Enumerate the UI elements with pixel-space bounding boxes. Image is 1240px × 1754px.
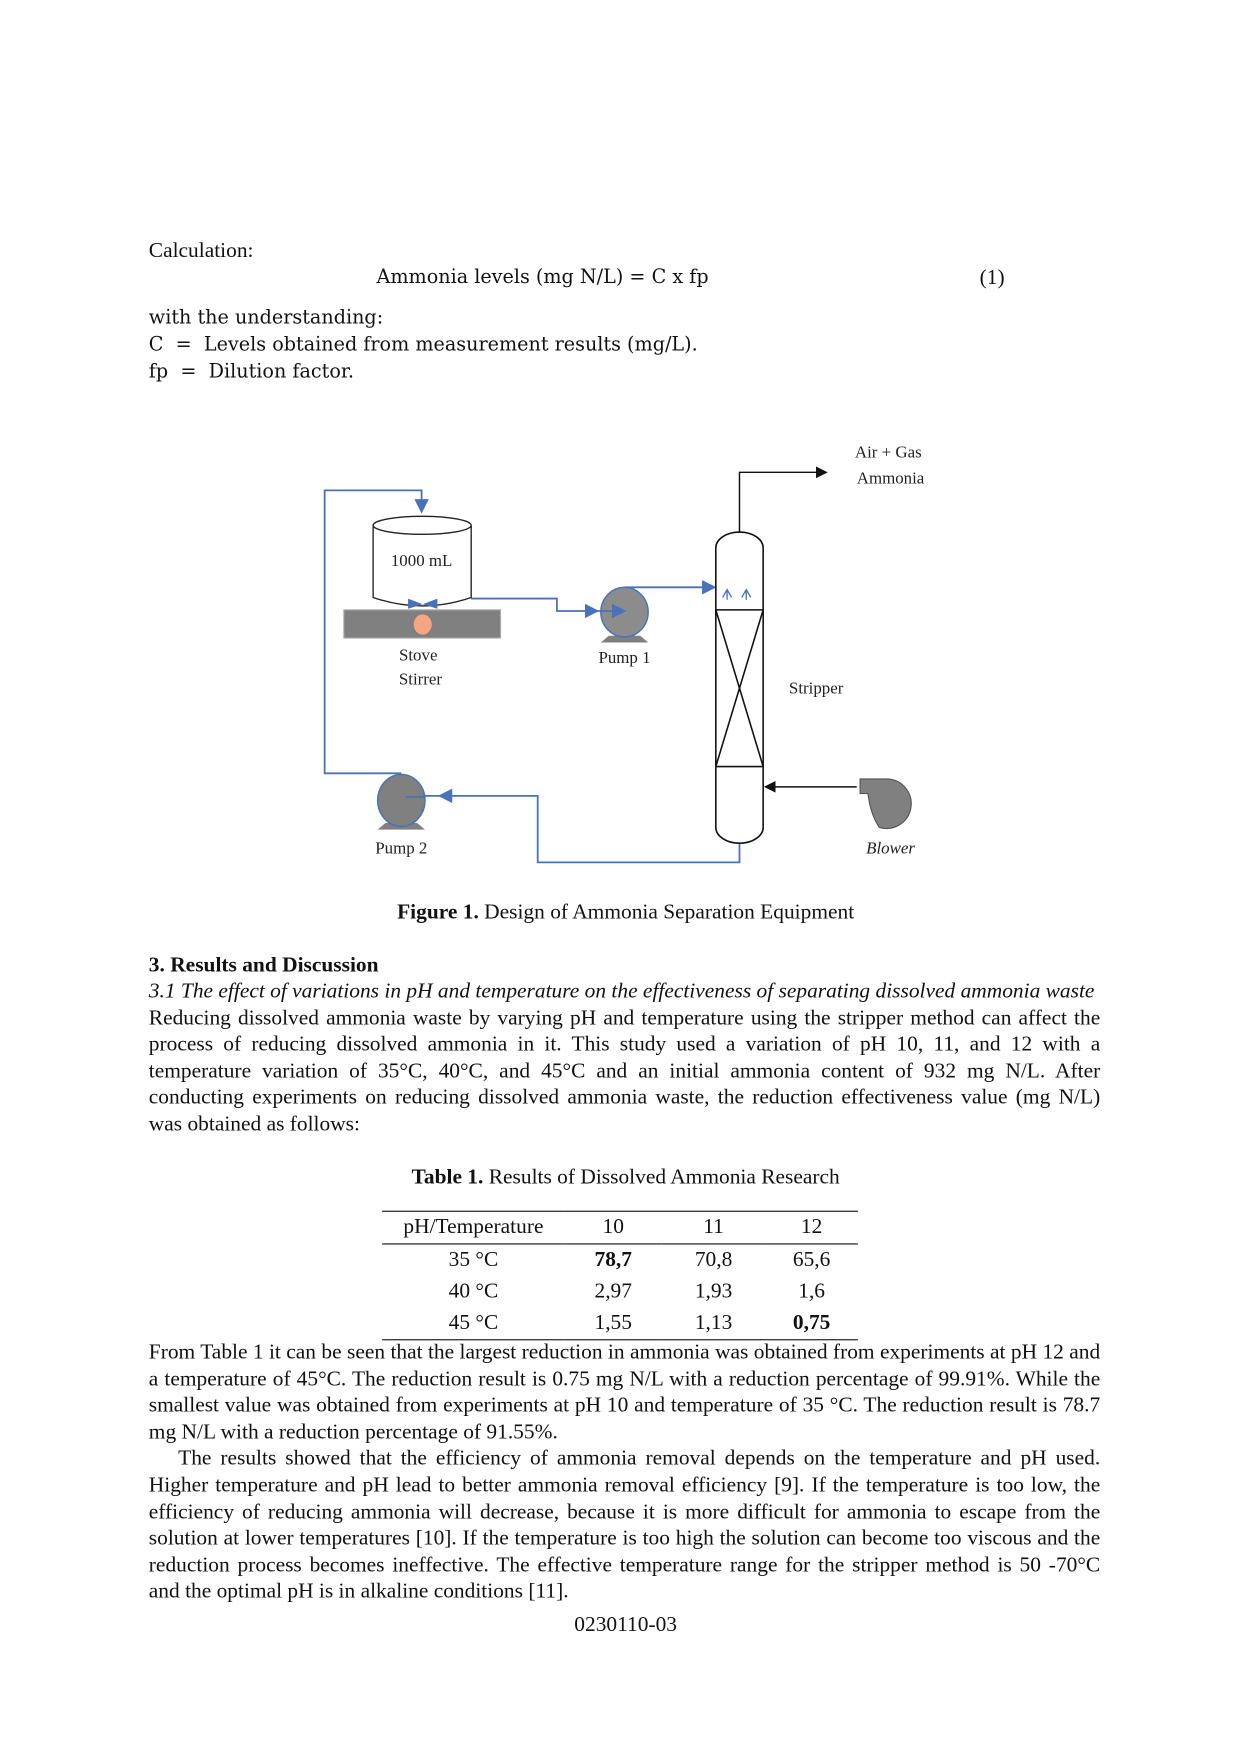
pump1-icon xyxy=(597,586,649,643)
return-pipe xyxy=(323,489,429,775)
table-row: 40 °C 2,97 1,93 1,6 xyxy=(382,1276,858,1308)
stirrer-label: Stirrer xyxy=(399,669,443,688)
table-cell: 0,75 xyxy=(792,1311,831,1335)
gas-outlet-pipe xyxy=(738,466,828,533)
pump1-label: Pump 1 xyxy=(598,648,650,667)
heater-icon xyxy=(413,614,432,635)
understanding-label: with the understanding: xyxy=(148,306,384,330)
page-number: 0230110-03 xyxy=(574,1613,677,1637)
pump2-icon xyxy=(376,773,440,830)
table-row: 35 °C 78,7 70,8 65,6 xyxy=(382,1244,858,1276)
table-cell: 70,8 xyxy=(694,1247,733,1272)
outlet-label-1: Air + Gas xyxy=(855,443,922,462)
equals: = xyxy=(175,333,192,357)
table-cell: 2,97 xyxy=(594,1279,632,1304)
stove-label: Stove xyxy=(399,646,437,665)
paragraph-1: Reducing dissolved ammonia waste by vary… xyxy=(148,1006,1101,1137)
paragraph-2: From Table 1 it can be seen that the lar… xyxy=(148,1340,1101,1444)
tank-label: 1000 mL xyxy=(391,551,452,570)
body-text-1: 3.1 The effect of variations in pH and t… xyxy=(149,978,1100,1138)
results-table: pH/Temperature 10 11 12 35 °C 78,7 70,8 … xyxy=(382,1211,858,1341)
table-cell: 78,7 xyxy=(594,1247,632,1272)
table-cell: 1,13 xyxy=(694,1311,733,1335)
tank xyxy=(372,515,472,607)
table-cell: 1,6 xyxy=(798,1279,826,1304)
equation: Ammonia levels (mg N/L) = C x fp xyxy=(376,266,709,289)
definition-fp: fp = Dilution factor. xyxy=(149,361,354,384)
table-number: Table 1. xyxy=(411,1165,484,1190)
stripper-to-pump2-pipe xyxy=(437,788,741,864)
stirrer-blade-icon xyxy=(408,598,438,609)
tank-to-pump1-pipe xyxy=(471,597,600,619)
paragraph-3: The results showed that the efficiency o… xyxy=(148,1446,1101,1604)
blower-icon xyxy=(859,778,912,830)
pump2-label: Pump 2 xyxy=(375,838,427,857)
outlet-label-2: Ammonia xyxy=(857,469,925,488)
blower-label: Blower xyxy=(866,838,915,857)
table-cell: 65,6 xyxy=(792,1247,831,1272)
definition-c: C = Levels obtained from measurement res… xyxy=(149,334,698,357)
definition-text: Levels obtained from measurement results… xyxy=(203,333,698,357)
figure-number: Figure 1. xyxy=(397,900,479,925)
table-cell: 35 °C xyxy=(448,1247,499,1272)
stripper-label: Stripper xyxy=(789,678,844,697)
header-cell: 12 xyxy=(800,1215,823,1239)
table-cell: 1,55 xyxy=(594,1311,632,1335)
spray-nozzle-icon xyxy=(721,588,752,600)
stripper-column xyxy=(715,531,764,844)
header-cell: 10 xyxy=(602,1215,624,1239)
symbol: fp xyxy=(148,360,169,384)
body-text-2: From Table 1 it can be seen that the lar… xyxy=(149,1339,1100,1605)
equals: = xyxy=(180,360,197,384)
symbol: C xyxy=(148,333,164,357)
figure-caption: Figure 1. Design of Ammonia Separation E… xyxy=(397,901,854,926)
table-row: 45 °C 1,55 1,13 0,75 xyxy=(382,1308,858,1340)
calculation-label: Calculation: xyxy=(148,238,254,263)
header-cell: pH/Temperature xyxy=(403,1215,544,1239)
table-caption-text: Results of Dissolved Ammonia Research xyxy=(483,1165,840,1190)
table-cell: 1,93 xyxy=(694,1279,733,1304)
table-cell: 40 °C xyxy=(448,1279,499,1304)
table-cell: 45 °C xyxy=(448,1311,499,1335)
table-header-row: pH/Temperature 10 11 12 xyxy=(382,1211,858,1244)
blue-pipes xyxy=(323,489,741,864)
figure-caption-text: Design of Ammonia Separation Equipment xyxy=(478,900,855,925)
subsection-heading: 3.1 The effect of variations in pH and t… xyxy=(148,979,1095,1004)
header-cell: 11 xyxy=(703,1215,724,1239)
table-caption: Table 1. Results of Dissolved Ammonia Re… xyxy=(412,1166,840,1191)
definition-text: Dilution factor. xyxy=(208,360,355,384)
section-heading: 3. Results and Discussion xyxy=(148,953,379,978)
equation-number: (1) xyxy=(979,266,1005,290)
